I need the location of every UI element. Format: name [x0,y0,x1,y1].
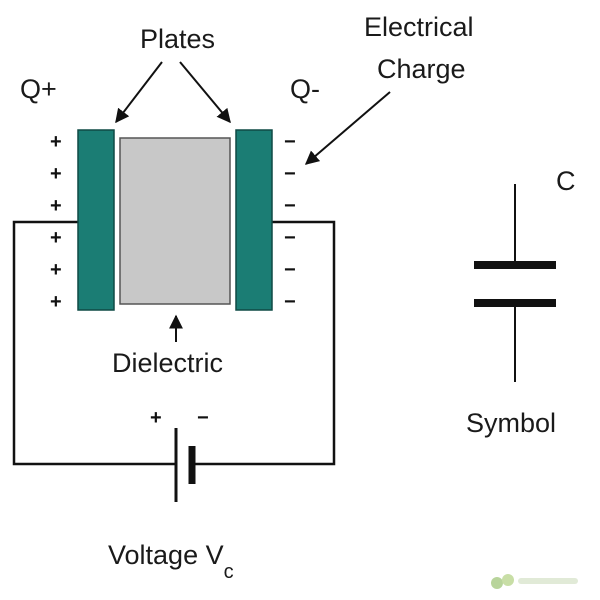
watermark-logo [491,574,578,589]
voltage-label: Voltage Vc [108,540,234,583]
positive-sign: + [50,259,62,281]
dielectric-block [119,137,231,305]
negative-sign: − [284,259,296,281]
plates-arrow-left [115,61,163,124]
circuit-wire-top-right [192,220,336,466]
positive-sign: + [50,163,62,185]
negative-sign: − [284,131,296,153]
negative-sign: − [284,195,296,217]
plates-arrow-right [179,61,231,124]
positive-sign: + [50,227,62,249]
negative-sign: − [284,291,296,313]
negative-sign: − [284,163,296,185]
voltage-label-subscript: c [224,561,234,583]
negative-sign: − [284,227,296,249]
dielectric-label: Dielectric [112,348,223,378]
q-plus-label: Q+ [20,74,57,104]
symbol-label: Symbol [466,408,556,438]
charge-arrow [304,91,391,165]
positive-plate [77,129,115,311]
negative-plate [235,129,273,311]
positive-sign: + [50,131,62,153]
circuit-wire-top-left [12,220,176,466]
positive-sign: + [50,291,62,313]
positive-sign: + [50,195,62,217]
voltage-label-main: Voltage V [108,540,224,570]
q-minus-label: Q- [290,74,320,104]
electrical-charge-label-line2: Charge [377,54,466,84]
battery-minus-sign: − [197,407,209,429]
electrical-charge-label-line1: Electrical [364,12,474,42]
battery-plus-sign: + [150,407,162,429]
plates-label: Plates [140,24,215,54]
capacitance-label: C [556,166,576,196]
